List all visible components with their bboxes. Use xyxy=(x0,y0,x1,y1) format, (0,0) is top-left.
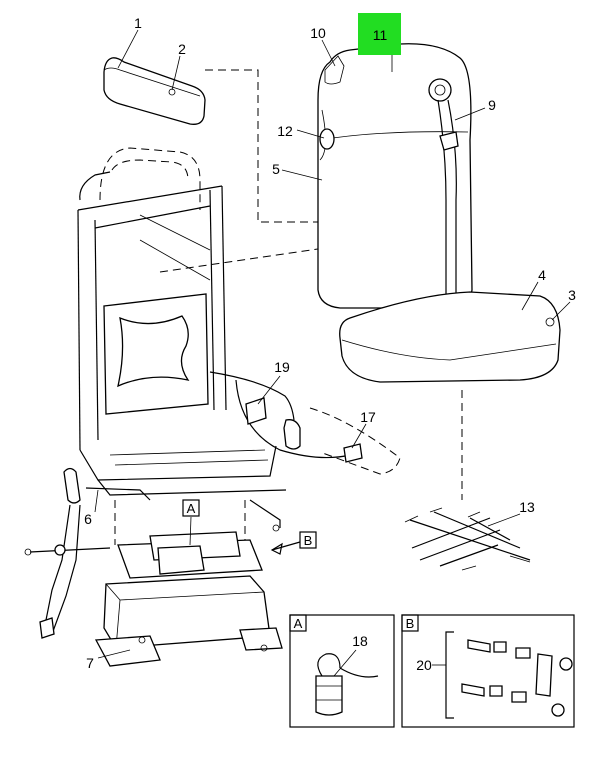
straps xyxy=(404,507,531,571)
detail-box-b-label: B xyxy=(406,616,415,631)
detail-tags: A B A B xyxy=(182,499,415,631)
callout-17: 17 xyxy=(360,409,376,425)
callout-6: 6 xyxy=(84,511,92,527)
callout-7: 7 xyxy=(86,655,94,671)
seat-frame xyxy=(77,147,287,496)
detail-tag-a-box xyxy=(182,499,200,517)
armrest xyxy=(103,57,206,125)
callout-10: 10 xyxy=(310,25,326,41)
highlight-box xyxy=(358,13,401,55)
callout-19: 19 xyxy=(274,359,290,375)
control-cable xyxy=(209,371,401,475)
callout-4: 4 xyxy=(538,267,546,283)
detail-box-b xyxy=(401,614,575,728)
callout-13: 13 xyxy=(519,499,535,515)
callout-2: 2 xyxy=(178,41,186,57)
leader-lines xyxy=(94,29,571,677)
callout-20: 20 xyxy=(416,657,432,673)
callout-9: 9 xyxy=(488,97,496,113)
callout-5: 5 xyxy=(272,161,280,177)
seat-back-cushion xyxy=(317,43,473,309)
detail-box-a xyxy=(289,614,395,728)
detail-tag-a: A xyxy=(187,501,196,516)
seat-base xyxy=(24,467,283,667)
detail-tag-b-box xyxy=(299,531,317,549)
detail-tag-b: B xyxy=(304,533,313,548)
callout-1: 1 xyxy=(134,15,142,31)
callout-3: 3 xyxy=(568,287,576,303)
callout-12: 12 xyxy=(277,123,293,139)
callout-11: 11 xyxy=(373,27,388,43)
seat-cushion xyxy=(339,291,561,383)
callout-labels: 1 2 3 4 5 6 7 9 10 11 12 13 17 18 19 20 xyxy=(84,15,576,673)
guide-lines xyxy=(114,69,463,545)
detail-box-a-label: A xyxy=(294,616,303,631)
callout-18: 18 xyxy=(352,633,368,649)
